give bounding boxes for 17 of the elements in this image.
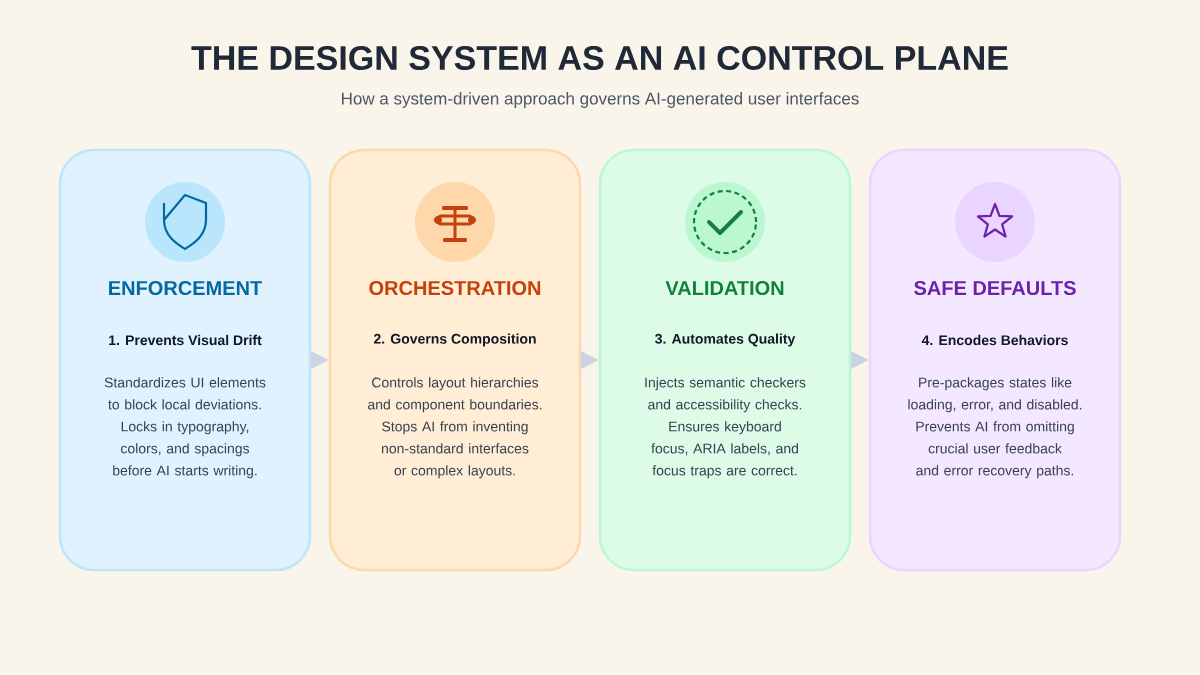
title: THE DESIGN SYSTEM AS AN AI CONTROL PLANE [191, 45, 1008, 71]
arrow [580, 351, 599, 369]
card-heading: VALIDATION [665, 280, 784, 296]
card-heading: ORCHESTRATION [369, 280, 541, 296]
card-subheading: 2. Governs Composition [373, 333, 536, 347]
card-subheading: 4. Encodes Behaviors [921, 334, 1068, 346]
card-description: Pre-packages states like loading, error, and disabled. Prevents AI from omitting crucial user feedback and error recovery paths. [908, 377, 1082, 479]
card-subheading: 3. Automates Quality [655, 333, 796, 347]
card-description: Injects semantic checkers and accessibility checks. Ensures keyboard focus, ARIA labels, and focus traps are correct. [645, 377, 806, 479]
arrow [310, 351, 329, 369]
card-description: Standardizes UI elements to block local deviations. Locks in typography, colors, and spacings before AI starts writing. [104, 377, 266, 479]
card-heading: SAFE DEFAULTS [914, 280, 1076, 296]
card-subheading: 1. Prevents Visual Drift [109, 334, 262, 346]
card-heading: ENFORCEMENT [109, 280, 262, 296]
subtitle: How a system-driven approach governs AI-generated user interfaces [342, 92, 859, 108]
card-description: Controls layout hierarchies and component boundaries. Stops AI from inventing non-standard interfaces or complex layouts. [368, 377, 542, 479]
arrow [850, 351, 869, 369]
